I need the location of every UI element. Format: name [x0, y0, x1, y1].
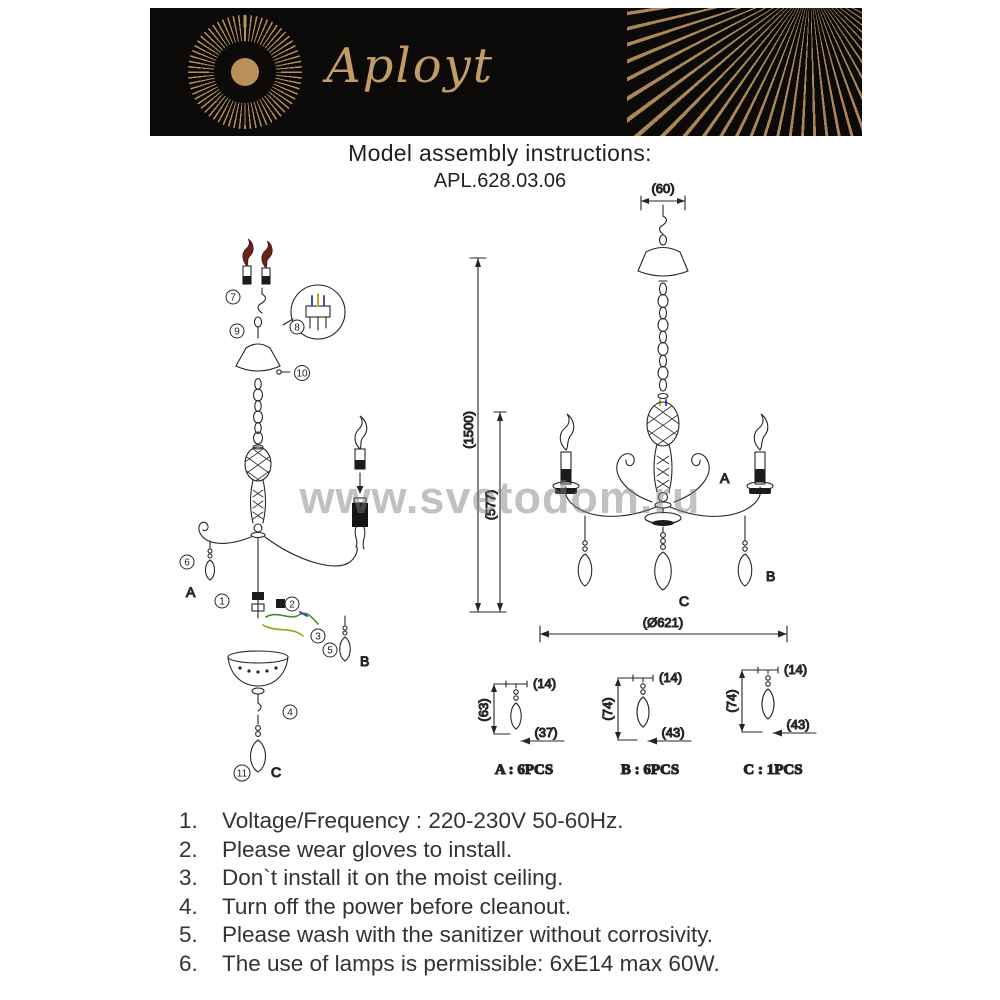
instructions-list: 1. Voltage/Frequency : 220-230V 50-60Hz.… [179, 807, 899, 978]
instruction-item: 1. Voltage/Frequency : 220-230V 50-60Hz. [179, 807, 899, 836]
callout-7: 7 [230, 293, 236, 304]
callout-5: 5 [327, 646, 333, 657]
exploded-label-a: A [186, 584, 196, 600]
emblem-core [231, 58, 259, 86]
spec-a-offset: (37) [534, 725, 557, 740]
callout-1: 1 [219, 597, 225, 608]
callout-4: 4 [287, 708, 293, 719]
spec-c-width: (14) [784, 662, 807, 677]
corner-rays-icon [627, 8, 862, 136]
instruction-number: 5. [179, 922, 198, 947]
part-callout-numbers: 7 9 8 10 6 1 2 3 5 4 11 [184, 293, 333, 780]
instruction-number: 3. [179, 865, 198, 890]
assembled-label-a: A [720, 470, 730, 486]
instruction-text: Voltage/Frequency : 220-230V 50-60Hz. [222, 808, 624, 833]
instruction-text: Please wear gloves to install. [222, 836, 513, 862]
instruction-text: The use of lamps is permissible: 6xE14 m… [222, 950, 720, 976]
chandelier-diagrams: (60) [179, 180, 817, 782]
dim-diameter: (Ø621) [643, 615, 683, 630]
spec-c-label: C : 1PCS [743, 762, 802, 778]
callout-10: 10 [296, 369, 308, 380]
instruction-item: 5. Please wash with the sanitizer withou… [179, 921, 899, 950]
exploded-label-c: C [271, 764, 281, 780]
spec-a-height: (63) [476, 698, 491, 721]
instruction-text: Please wash with the sanitizer without c… [222, 922, 714, 947]
brand-logo: Aployt [326, 38, 495, 94]
instruction-item: 3. Don`t install it on the moist ceiling… [179, 864, 899, 893]
callout-3: 3 [315, 632, 321, 643]
spec-a-width: (14) [533, 676, 556, 691]
spec-b-width: (14) [659, 670, 682, 685]
instruction-item: 6. The use of lamps is permissible: 6xE1… [179, 950, 899, 979]
callout-9: 9 [234, 327, 240, 338]
exploded-view-drawing: A B C [185, 238, 370, 781]
assembled-label-b: B [766, 568, 775, 584]
instruction-number: 6. [179, 950, 198, 976]
spec-b-label: B : 6PCS [621, 762, 679, 778]
assembled-label-c: C [679, 593, 689, 609]
instruction-number: 1. [179, 808, 198, 833]
dim-top-width: (60) [651, 181, 674, 196]
spec-c-offset: (43) [786, 717, 809, 732]
spec-b-height: (74) [600, 697, 615, 720]
sunburst-emblem-icon [188, 15, 302, 129]
instruction-number: 2. [179, 836, 198, 862]
watermark: www.svetodom.ru [299, 472, 701, 523]
pendant-spec-drawings: (14) (63) (37) A : 6PCS (14) [475, 661, 817, 779]
callout-2: 2 [289, 600, 295, 611]
part-callouts [179, 289, 338, 782]
instruction-number: 4. [179, 893, 198, 919]
instruction-text: Turn off the power before cleanout. [222, 893, 571, 919]
instruction-item: 4. Turn off the power before cleanout. [179, 893, 899, 922]
brand-banner: Aployt [150, 8, 862, 136]
callout-8: 8 [294, 323, 300, 334]
assembled-chandelier-drawing: (60) [460, 180, 788, 643]
spec-a-label: A : 6PCS [495, 762, 553, 778]
dim-total-height: (1500) [461, 411, 476, 449]
callout-11: 11 [237, 769, 248, 780]
spec-b-offset: (43) [661, 725, 684, 740]
callout-6: 6 [184, 558, 190, 569]
instruction-text: Don`t install it on the moist ceiling. [222, 865, 564, 890]
spec-c-height: (74) [724, 689, 739, 712]
model-number: APL.628.03.06 [433, 170, 567, 192]
technical-drawing-area: (60) [0, 180, 1000, 805]
dim-body-height: (577) [483, 490, 498, 520]
page-title: Model assembly instructions: [348, 140, 652, 166]
exploded-label-b: B [360, 653, 369, 669]
title-block: Model assembly instructions: APL.628.03.… [0, 140, 1000, 193]
instruction-item: 2. Please wear gloves to install. [179, 836, 899, 865]
